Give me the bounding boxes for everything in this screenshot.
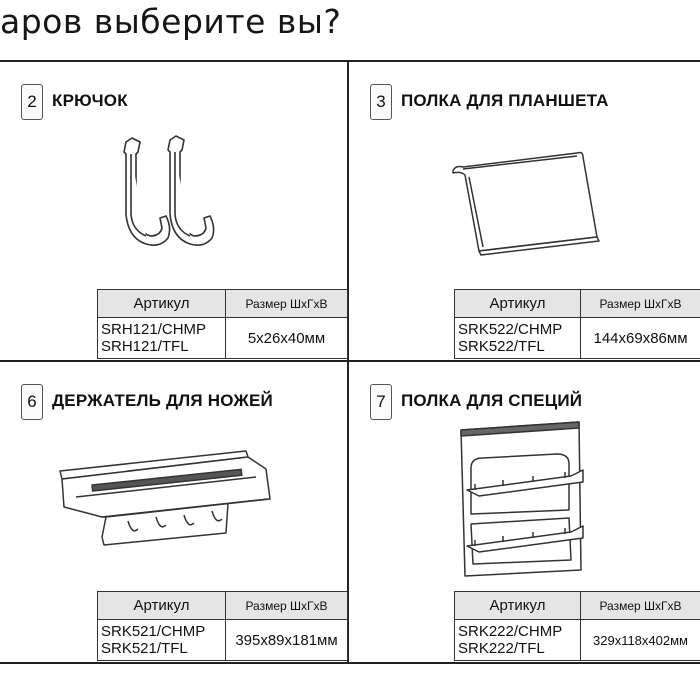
article-header: Артикул	[454, 591, 581, 620]
product-card-knife-holder: 6 ДЕРЖАТЕЛЬ ДЛЯ НОЖЕЙ Артикул Размер ШхГ…	[0, 362, 348, 661]
article-cell: SRK521/CHMP SRK521/TFL	[97, 619, 226, 661]
article-cell: SRH121/CHMP SRH121/TFL	[97, 317, 226, 359]
page-heading: аров выберите вы?	[0, 2, 342, 41]
product-number-badge: 2	[21, 84, 43, 120]
size-header: Размер ШхГхВ	[225, 289, 348, 318]
article-cell: SRK522/CHMP SRK522/TFL	[454, 317, 581, 359]
hooks-icon	[123, 135, 215, 246]
product-title: ПОЛКА ДЛЯ СПЕЦИЙ	[401, 391, 583, 410]
size-value: 395x89x181мм	[225, 619, 348, 661]
article-header: Артикул	[97, 289, 226, 318]
article-code: SRK522/TFL	[458, 338, 545, 355]
size-value: 5x26x40мм	[225, 317, 348, 359]
tablet-shelf-icon	[452, 151, 600, 256]
grid-line-middle	[0, 360, 700, 362]
product-card-spice-shelf: 7 ПОЛКА ДЛЯ СПЕЦИЙ Артикул Размер ШхГхВ …	[349, 362, 700, 661]
article-cell: SRK222/CHMP SRK222/TFL	[454, 619, 581, 661]
product-number-badge: 3	[370, 84, 392, 120]
article-header: Артикул	[454, 289, 581, 318]
product-title: ДЕРЖАТЕЛЬ ДЛЯ НОЖЕЙ	[52, 391, 273, 410]
article-code: SRH121/CHMP	[101, 321, 207, 338]
article-code: SRK522/CHMP	[458, 321, 563, 338]
spec-table: Артикул Размер ШхГхВ SRK222/CHMP SRK222/…	[454, 591, 700, 661]
product-card-hook: 2 КРЮЧОК Артикул Размер ШхГхВ SRH121/CHM…	[0, 62, 348, 359]
spec-table: Артикул Размер ШхГхВ SRK522/CHMP SRK522/…	[454, 289, 700, 359]
product-title: КРЮЧОК	[52, 91, 128, 110]
product-card-tablet-shelf: 3 ПОЛКА ДЛЯ ПЛАНШЕТА Артикул Размер ШхГх…	[349, 62, 700, 359]
size-header: Размер ШхГхВ	[225, 591, 348, 620]
knife-holder-icon	[59, 450, 271, 546]
product-title: ПОЛКА ДЛЯ ПЛАНШЕТА	[401, 91, 609, 110]
grid-line-vertical	[347, 60, 349, 664]
article-code: SRH121/TFL	[101, 338, 189, 355]
spec-table: Артикул Размер ШхГхВ SRK521/CHMP SRK521/…	[97, 591, 348, 661]
grid-line-bottom	[0, 662, 700, 664]
size-value: 144x69x86мм	[580, 317, 700, 359]
article-code: SRK222/TFL	[458, 640, 545, 657]
spec-table: Артикул Размер ШхГхВ SRH121/CHMP SRH121/…	[97, 289, 348, 359]
product-number-badge: 7	[370, 384, 392, 420]
size-header: Размер ШхГхВ	[580, 591, 700, 620]
product-number-badge: 6	[21, 384, 43, 420]
article-code: SRK222/CHMP	[458, 623, 563, 640]
size-header: Размер ШхГхВ	[580, 289, 700, 318]
spice-shelf-icon	[460, 421, 584, 577]
article-code: SRK521/CHMP	[101, 623, 206, 640]
size-value: 329x118x402мм	[580, 619, 700, 661]
grid-line-top	[0, 60, 700, 62]
article-header: Артикул	[97, 591, 226, 620]
article-code: SRK521/TFL	[101, 640, 188, 657]
